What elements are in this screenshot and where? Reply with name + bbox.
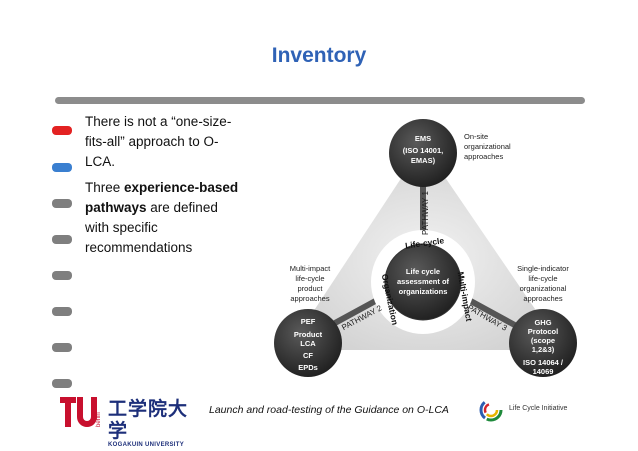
ems-label-1: EMS [415,134,431,143]
ems-label-2: (ISO 14001, [403,146,443,155]
side-tab[interactable] [52,199,72,208]
ghg-label-3: (scope [531,336,555,345]
left-desc-3: product [297,284,323,293]
pef-node [274,309,342,377]
ghg-label-4: 1,2&3) [532,345,555,354]
left-desc-1: Multi-impact [290,264,331,273]
right-desc-2: life-cycle [528,274,557,283]
footer-caption: Launch and road-testing of the Guidance … [209,404,449,416]
pef-label-3: LCA [300,339,316,348]
top-desc-1: On-site [464,132,488,141]
top-desc-2: organizational [464,142,511,151]
pathway-1-label: PATHWAY 1 [421,190,430,235]
center-label-1: Life cycle [406,267,440,276]
side-tab[interactable] [52,271,72,280]
ems-label-3: EMAS) [411,156,436,165]
body-text: There is not a “one-size-fits-all” appro… [85,112,245,264]
lci-text: Life Cycle Initiative [509,405,568,412]
right-desc-3: organizational [520,284,567,293]
center-label-2: assessment of [397,277,450,286]
ghg-label-5: ISO 14064 / [523,358,564,367]
left-desc-4: approaches [290,294,329,303]
top-desc-3: approaches [464,152,503,161]
pathways-diagram: Life cycle assessment of organizations E… [274,119,577,377]
side-tab[interactable] [52,163,72,172]
ghg-label-2: Protocol [528,327,558,336]
side-tab[interactable] [52,343,72,352]
pef-label-4: CF [303,351,313,360]
side-tab[interactable] [52,235,72,244]
right-desc-1: Single-indicator [517,264,569,273]
center-label-3: organizations [399,287,448,296]
ghg-label-6: 14069 [533,367,554,376]
paragraph-two-suffix: are defined with specific recommendation… [85,200,218,255]
right-desc-4: approaches [523,294,562,303]
kogakuin-kanji: 工学院大学 [108,398,189,442]
ems-node [389,119,457,187]
tu-berlin-logo: berlin [60,397,102,427]
side-tab[interactable] [52,379,72,388]
ghg-node [509,309,577,377]
center-node [384,243,462,321]
slide-title: Inventory [271,44,367,67]
kogakuin-logo: 工学院大学 KOGAKUIN UNIVERSITY [108,398,203,448]
pef-label-1: PEF [301,317,316,326]
lci-swirl-icon [479,398,503,422]
paragraph-two: Three experience-based pathways are defi… [85,178,245,258]
paragraph-two-bold: experience-based pathways [85,180,239,215]
life-cycle-initiative-logo: Life Cycle Initiative [476,397,576,425]
side-tab[interactable] [52,126,72,135]
left-desc-2: life-cycle [295,274,324,283]
paragraph-two-prefix: Three [85,180,125,195]
ghg-label-1: GHG [534,318,551,327]
side-tab[interactable] [52,307,72,316]
paragraph-one: There is not a “one-size-fits-all” appro… [85,114,232,169]
pef-label-5: EPDs [298,363,318,372]
kogakuin-romaji: KOGAKUIN UNIVERSITY [108,442,185,448]
title-divider [55,97,585,104]
tu-side-text: berlin [96,412,102,427]
pef-label-2: Product [294,330,323,339]
